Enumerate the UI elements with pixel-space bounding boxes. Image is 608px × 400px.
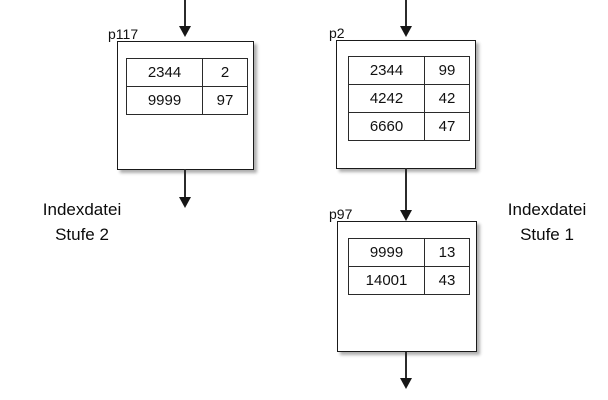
arrow-out-of-p117 bbox=[178, 169, 192, 211]
arrow-head bbox=[400, 210, 412, 221]
keytable-p117: 2344 2 9999 97 bbox=[126, 58, 248, 115]
key-cell: 9999 bbox=[126, 86, 203, 115]
arrow-shaft bbox=[405, 168, 407, 211]
caption-level-2: Indexdatei Stufe 2 bbox=[12, 198, 152, 247]
key-cell: 4242 bbox=[348, 84, 425, 113]
table-row[interactable]: 4242 42 bbox=[348, 84, 470, 113]
keytable-p97: 9999 13 14001 43 bbox=[348, 238, 470, 295]
caption-level-2-line1: Indexdatei bbox=[42, 200, 122, 219]
pointer-cell: 97 bbox=[202, 86, 248, 115]
caption-level-1: Indexdatei Stufe 1 bbox=[492, 198, 602, 247]
pointer-cell: 47 bbox=[424, 112, 470, 141]
node-label-p117: p117 bbox=[108, 26, 139, 42]
pointer-cell: 99 bbox=[424, 56, 470, 85]
arrow-out-of-p97 bbox=[399, 352, 413, 392]
caption-level-1-line1: Indexdatei bbox=[507, 200, 587, 219]
keytable-p2: 2344 99 4242 42 6660 47 bbox=[348, 56, 470, 141]
arrow-into-p117 bbox=[178, 0, 192, 38]
table-row[interactable]: 2344 2 bbox=[126, 58, 248, 87]
caption-level-2-line2: Stufe 2 bbox=[55, 224, 109, 244]
pointer-cell: 43 bbox=[424, 266, 470, 295]
arrow-head bbox=[179, 197, 191, 208]
arrow-shaft bbox=[405, 352, 407, 379]
arrow-head bbox=[400, 26, 412, 37]
table-row[interactable]: 9999 13 bbox=[348, 238, 470, 267]
table-row[interactable]: 14001 43 bbox=[348, 266, 470, 295]
table-row[interactable]: 9999 97 bbox=[126, 86, 248, 115]
pointer-cell: 42 bbox=[424, 84, 470, 113]
caption-level-1-line2: Stufe 1 bbox=[520, 224, 574, 244]
pointer-cell: 2 bbox=[202, 58, 248, 87]
key-cell: 2344 bbox=[126, 58, 203, 87]
node-p117[interactable]: 2344 2 9999 97 bbox=[117, 41, 254, 170]
node-label-p2: p2 bbox=[329, 25, 345, 41]
arrow-into-p2 bbox=[399, 0, 413, 38]
key-cell: 9999 bbox=[348, 238, 425, 267]
key-cell: 6660 bbox=[348, 112, 425, 141]
node-label-p97: p97 bbox=[329, 206, 353, 222]
key-cell: 2344 bbox=[348, 56, 425, 85]
node-p97[interactable]: 9999 13 14001 43 bbox=[337, 221, 477, 352]
table-row[interactable]: 6660 47 bbox=[348, 112, 470, 141]
key-cell: 14001 bbox=[348, 266, 425, 295]
node-p2[interactable]: 2344 99 4242 42 6660 47 bbox=[336, 40, 476, 169]
arrow-head bbox=[179, 26, 191, 37]
arrow-shaft bbox=[184, 0, 186, 27]
arrow-p2-to-p97 bbox=[399, 168, 413, 222]
arrow-head bbox=[400, 378, 412, 389]
table-row[interactable]: 2344 99 bbox=[348, 56, 470, 85]
pointer-cell: 13 bbox=[424, 238, 470, 267]
arrow-shaft bbox=[184, 169, 186, 198]
arrow-shaft bbox=[405, 0, 407, 27]
